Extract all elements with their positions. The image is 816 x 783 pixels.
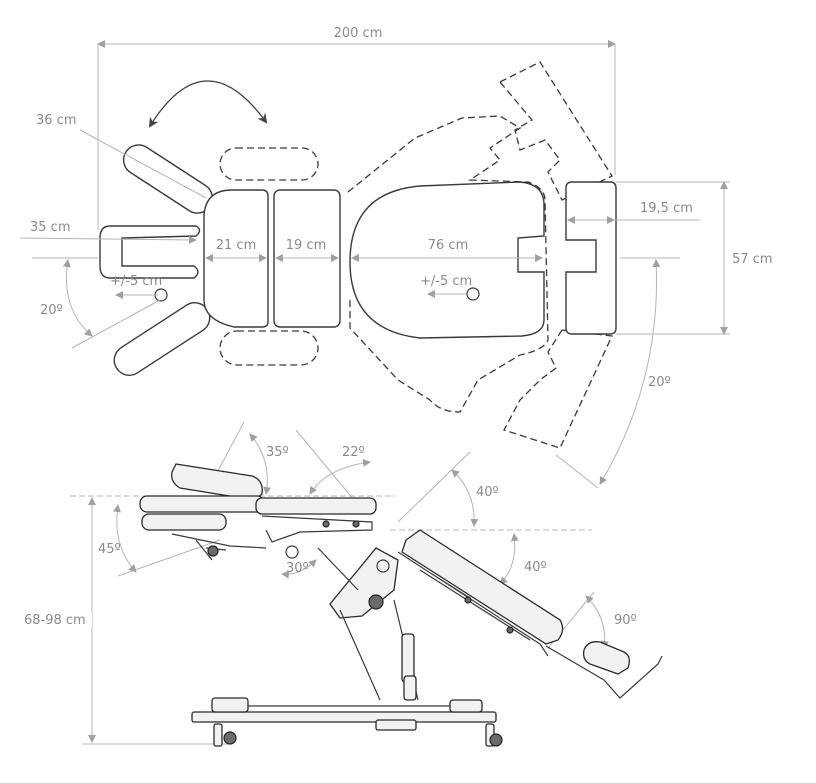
base-frame: [191, 711, 497, 723]
chest-cushion-side: [255, 497, 377, 515]
base-center-block: [375, 719, 417, 731]
head-tilt-label: 35º: [266, 445, 289, 460]
head-cushion-raised: [171, 463, 263, 501]
leg-angle-label: 20º: [648, 375, 671, 390]
armrest-dimension-line: [79, 129, 207, 199]
head-angle-line: [71, 299, 161, 349]
armrest-upper: [122, 144, 214, 214]
total-length-dimension: 200 cm: [97, 24, 616, 230]
torso-cushion: [349, 181, 545, 339]
main-lock-knob: [368, 594, 384, 610]
face-section-label: 21 cm: [216, 238, 257, 253]
pivot-angle-label: 30º: [286, 561, 309, 576]
leg-drop-arc: [499, 533, 519, 585]
main-hex-nut: [376, 559, 390, 573]
head-cushion-lowered: [141, 513, 227, 531]
height-range-label: 68-98 cm: [24, 613, 86, 628]
leg-angle-arc: [599, 259, 661, 485]
lift-cylinder: [401, 633, 415, 683]
head-cushion: [99, 225, 201, 279]
leg-drop-label: 40º: [524, 560, 547, 575]
chest-tilt-arc: [309, 458, 371, 495]
head-width-label: 35 cm: [30, 220, 71, 235]
head-cushion-level: [139, 495, 265, 513]
head-pivot-knob: [207, 545, 219, 557]
armrest-dashed-bottom: [219, 330, 319, 366]
torso-offset-pivot: [466, 287, 480, 301]
armrest-dashed-top: [219, 147, 319, 181]
lumbar-drop-label: 40º: [476, 485, 499, 500]
torso-cushion-lowered: [401, 529, 564, 645]
head-bracket: [171, 533, 267, 561]
foot-angle-label: 90º: [614, 613, 637, 628]
torso-pivot-1: [464, 596, 472, 604]
head-drop-arc: [113, 504, 137, 573]
leg-cushion: [565, 181, 617, 335]
torso-section-label: 76 cm: [428, 238, 469, 253]
head-angle-arc: [62, 259, 93, 337]
head-width-line: [19, 235, 197, 244]
chest-section-label: 19 cm: [286, 238, 327, 253]
lumbar-drop-line: [397, 451, 471, 523]
armrest-length-label: 36 cm: [36, 113, 77, 128]
head-tilt-arc: [249, 433, 272, 495]
leg-rotation-outline-lower: [503, 329, 613, 449]
head-rotation-arrow-icon: [148, 80, 268, 128]
chest-pivot: [322, 520, 330, 528]
table-width-label: 57 cm: [732, 252, 773, 267]
base-rail-left: [211, 697, 249, 713]
chest-tilt-label: 22º: [342, 445, 365, 460]
foot-angle-arc: [585, 595, 609, 649]
leg-width-label: 19,5 cm: [640, 201, 693, 216]
head-offset-label: +/-5 cm: [110, 274, 162, 289]
chest-frame: [261, 515, 373, 543]
main-column-frame: [329, 547, 399, 619]
leg-rotation-outline-upper: [499, 61, 613, 201]
head-drop-label: 45º: [98, 542, 121, 557]
lumbar-drop-arc: [451, 469, 479, 527]
base-foot-left: [213, 723, 223, 747]
pivot-angle-arc: [281, 559, 317, 579]
lift-strut-left: [339, 609, 381, 701]
total-length-label: 200 cm: [334, 26, 383, 41]
foot-rest: [582, 641, 630, 675]
head-lock-gear: [285, 545, 299, 559]
lift-cylinder-base: [403, 675, 417, 701]
base-rail-right: [449, 699, 483, 713]
top-view: 200 cm 36 cm 35 cm: [19, 24, 773, 489]
leg-angle-line: [555, 454, 599, 489]
foot-handle: [603, 655, 663, 699]
wheel-left: [223, 731, 237, 745]
head-angle-label: 20º: [40, 303, 63, 318]
head-drop-line: [117, 539, 221, 577]
chest-pivot-2: [352, 520, 360, 528]
torso-pivot-2: [506, 626, 514, 634]
armrest-lower: [113, 302, 211, 376]
gas-spring: [317, 547, 359, 591]
torso-rotation-outline: [347, 115, 549, 413]
wheel-right: [489, 733, 503, 747]
foot-arm: [545, 645, 605, 681]
torso-offset-label: +/-5 cm: [420, 274, 472, 289]
side-view: 68-98 cm 45º 35º 22º 30º 40º 40º 90º: [20, 421, 663, 747]
